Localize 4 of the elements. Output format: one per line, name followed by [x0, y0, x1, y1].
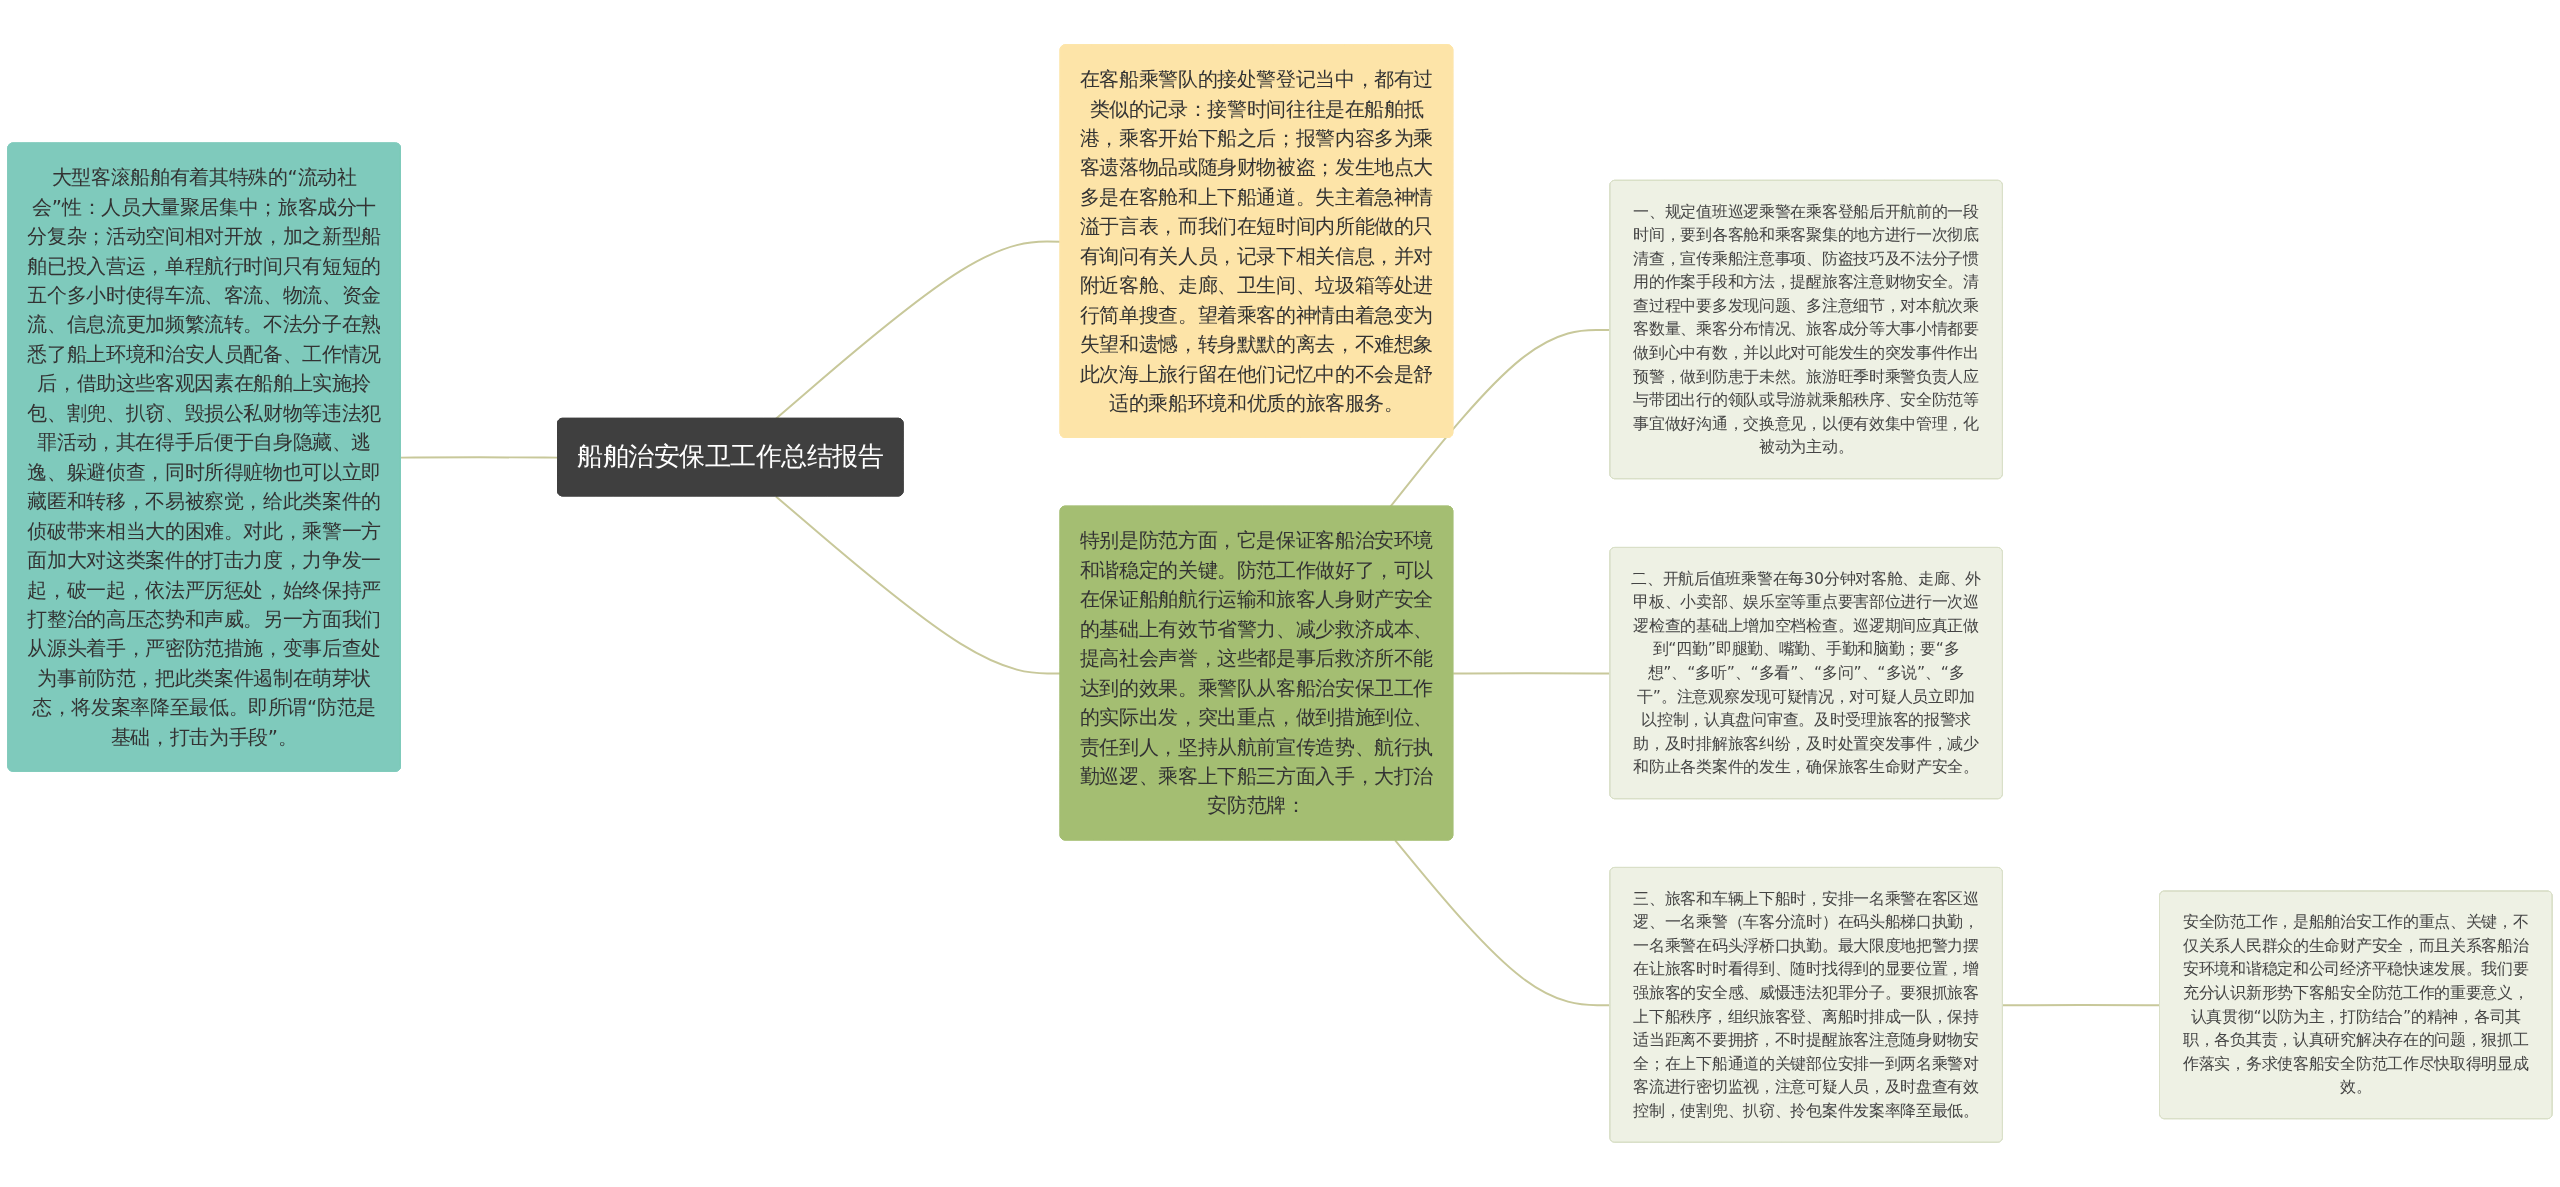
connector	[400, 456, 559, 459]
connector	[774, 240, 1062, 420]
connector	[2001, 1003, 2161, 1007]
connector	[774, 495, 1062, 675]
